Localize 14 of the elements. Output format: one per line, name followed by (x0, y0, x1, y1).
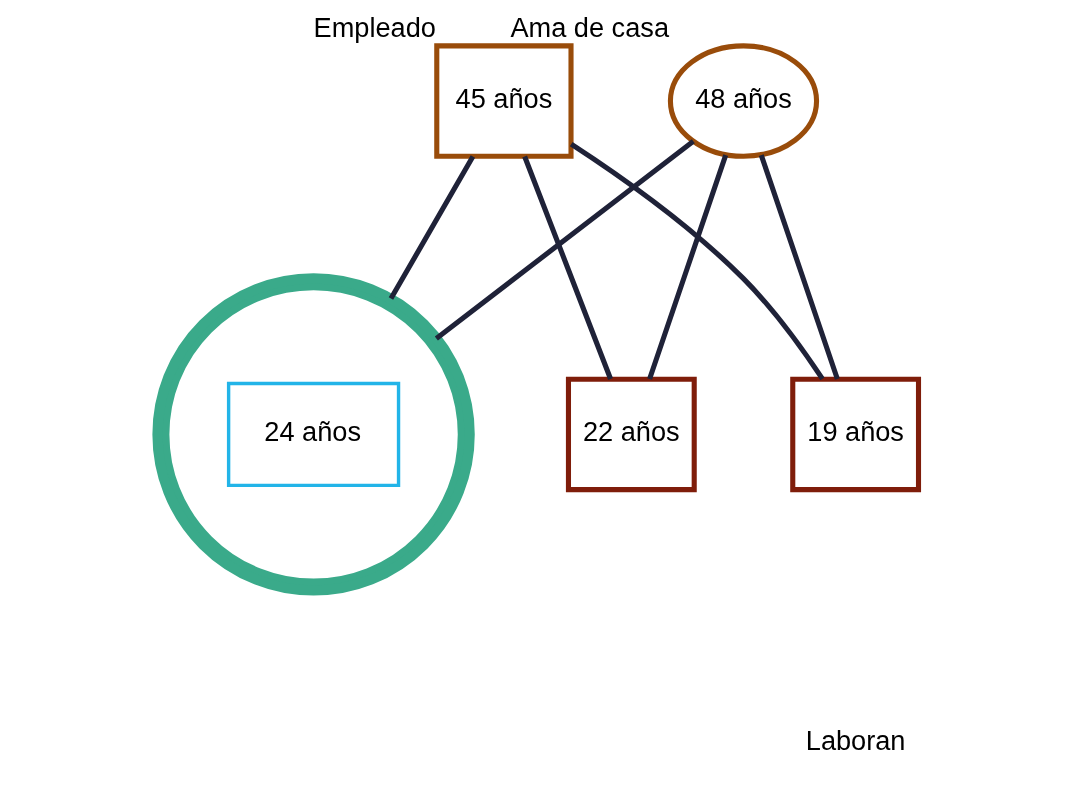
node-label: Empleado (313, 12, 436, 44)
node-box: 22 años (565, 376, 697, 493)
node-ellipse: 48 años (667, 43, 820, 159)
node-box: 45 años (434, 43, 574, 159)
connector (522, 155, 613, 380)
node-circle: 24 años (152, 273, 475, 596)
node-label: Ama de casa (510, 12, 669, 44)
connector (434, 139, 695, 341)
node-box: 19 años (790, 376, 922, 493)
connector (758, 154, 840, 380)
connector (388, 155, 476, 300)
connector (647, 154, 729, 380)
connector (569, 141, 825, 381)
label: Laboran (805, 724, 906, 756)
